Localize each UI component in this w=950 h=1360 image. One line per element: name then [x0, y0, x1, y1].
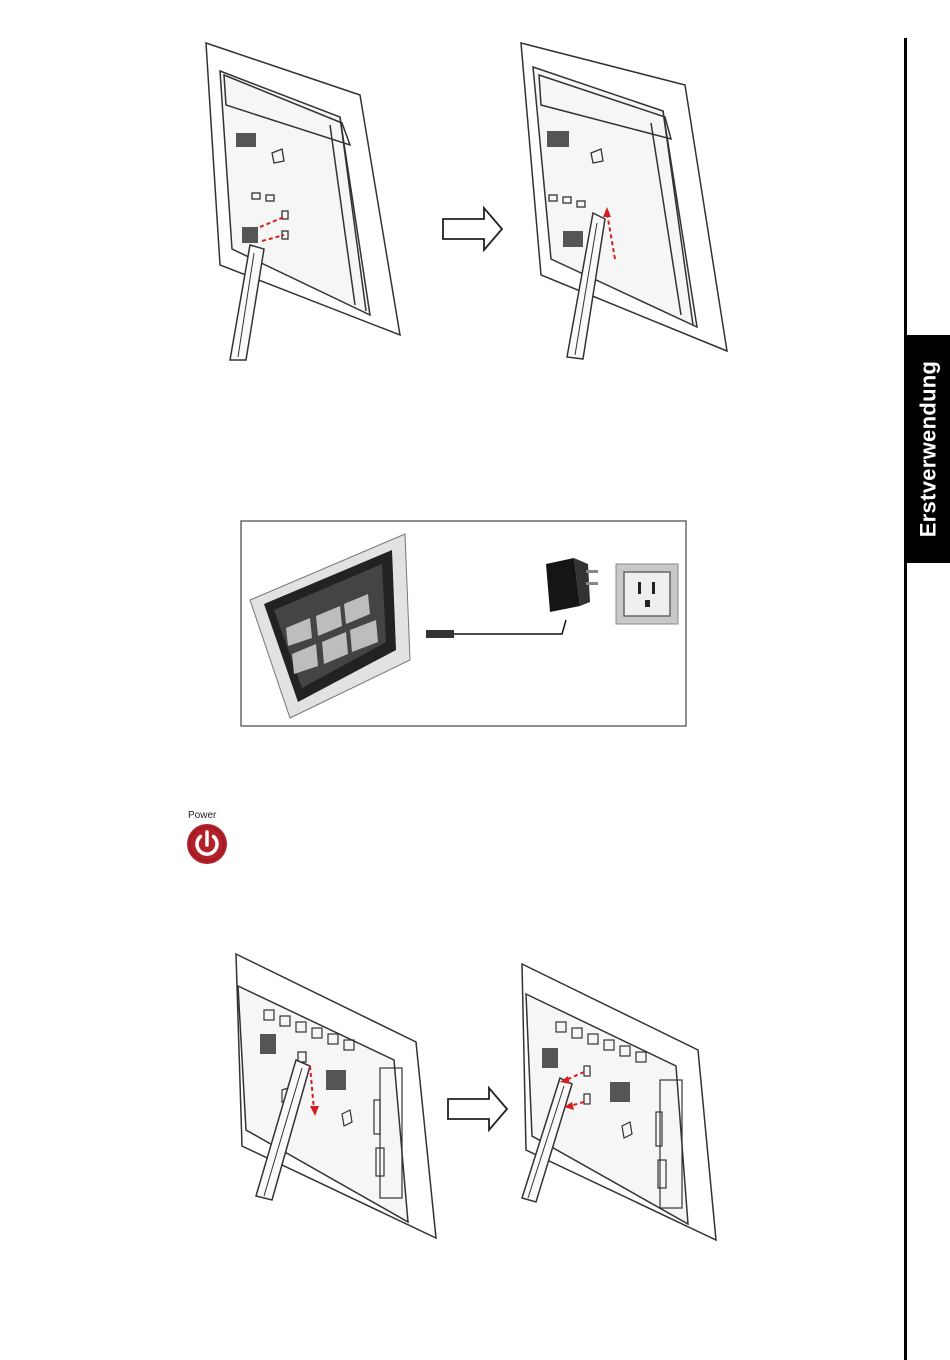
- power-adapter-connection-figure: [240, 520, 688, 728]
- chapter-tab-label: Erstverwendung: [915, 361, 941, 538]
- right-arrow-icon: [440, 206, 506, 252]
- portrait-stand-attach-figure: [190, 35, 420, 365]
- portrait-stand-slide-up-figure: [505, 35, 735, 365]
- landscape-stand-slide-down-figure: [230, 950, 440, 1240]
- side-rule: [904, 38, 907, 1360]
- power-label: Power: [188, 810, 216, 821]
- chapter-tab: Erstverwendung: [906, 335, 950, 563]
- right-arrow-icon: [445, 1086, 511, 1132]
- landscape-stand-attach-figure: [518, 962, 718, 1244]
- power-icon: [186, 823, 228, 865]
